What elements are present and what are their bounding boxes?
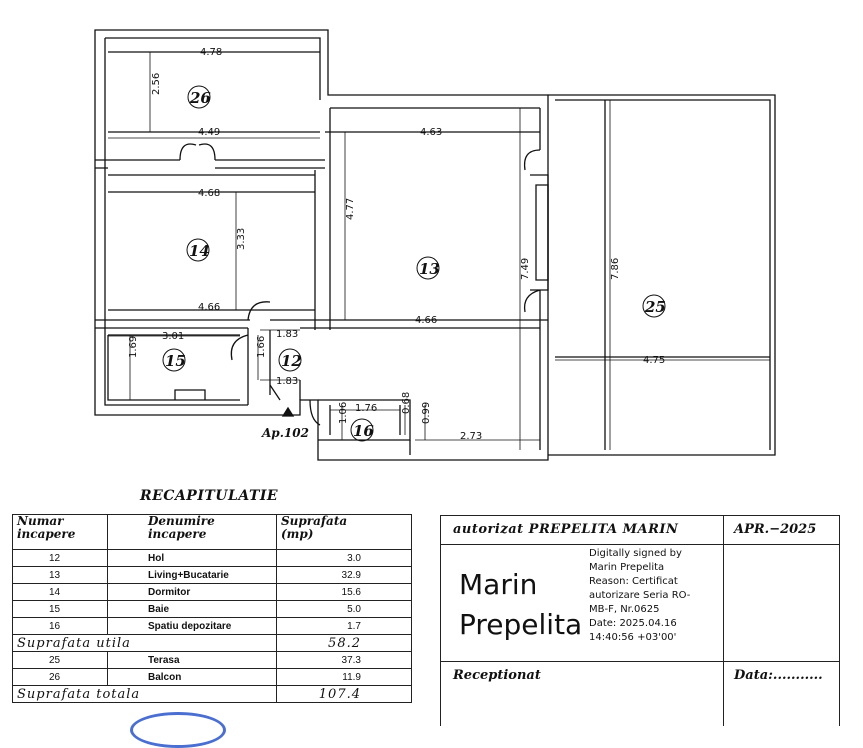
dimension-label: 3.01 — [162, 331, 184, 342]
authorized-label: autorizat PREPELITA MARIN — [453, 522, 679, 537]
dimension-label: 7.86 — [610, 258, 621, 280]
received-label: Receptionat — [453, 668, 541, 683]
dimension-label: 1.66 — [256, 336, 267, 358]
terrace-wall — [548, 94, 776, 456]
seal-stamp — [130, 712, 226, 748]
room-number: 26 — [189, 89, 211, 107]
title-block: autorizat PREPELITA MARIN APR.−2025 Mari… — [440, 515, 840, 726]
dimension-label: 1.06 — [338, 402, 349, 424]
dimension-label: 4.78 — [200, 47, 222, 58]
floor-plan: 4.78 2.56 4.49 4.63 4.68 4.77 3.33 4.66 … — [94, 29, 776, 461]
dimension-label: 4.49 — [198, 127, 220, 138]
dimension-label: 2.56 — [151, 73, 162, 95]
room-number: 13 — [419, 260, 440, 278]
dimension-label: 0.99 — [421, 402, 432, 424]
dimension-label: 1.76 — [355, 403, 377, 414]
signer-name: Marin Prepelita — [459, 568, 583, 641]
dimension-label: 1.69 — [128, 336, 139, 358]
blank-cell — [724, 545, 839, 662]
dimension-label: 4.66 — [415, 315, 437, 326]
dimension-label: 4.63 — [420, 127, 442, 138]
outer-wall — [94, 29, 549, 461]
room-number: 14 — [189, 242, 210, 260]
apartment-label: Ap.102 — [261, 426, 309, 440]
dimension-label: 4.77 — [345, 198, 356, 220]
room-number: 15 — [165, 352, 186, 370]
header-area: Suprafata(mp) — [276, 514, 412, 550]
date-label: APR.−2025 — [734, 522, 817, 537]
dimension-label: 4.66 — [198, 302, 220, 313]
dimension-label: 2.73 — [460, 431, 482, 442]
signature-details: Digitally signed by Marin Prepelita Reas… — [589, 548, 691, 643]
dimension-label: 1.83 — [276, 329, 298, 340]
recap-title: RECAPITULATIE — [140, 488, 279, 504]
room-number: 12 — [281, 352, 302, 370]
dimension-label: 1.83 — [276, 376, 298, 387]
dimension-label: 3.33 — [236, 228, 247, 250]
dimension-label: 7.49 — [520, 258, 531, 280]
data-label: Data:........... — [734, 668, 823, 683]
room-number: 16 — [353, 422, 374, 440]
dimension-label: 0.68 — [401, 392, 412, 414]
dimension-label: 4.75 — [643, 355, 665, 366]
digital-signature: Marin Prepelita Digitally signed by Mari… — [441, 545, 724, 662]
dimension-label: 4.68 — [198, 188, 220, 199]
room-number: 25 — [644, 298, 666, 316]
